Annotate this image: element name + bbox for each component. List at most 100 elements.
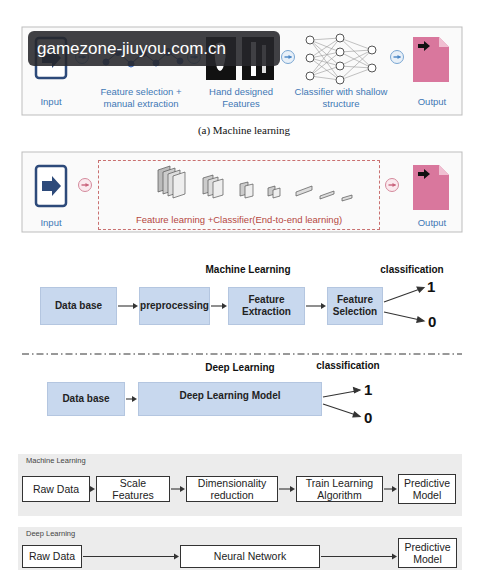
process-box: Neural Network [180,545,320,568]
node-text: Input [40,217,61,228]
illustration-part [384,289,420,302]
circled-arrow [391,51,404,64]
illustration-part [173,172,185,198]
illustration-part [417,287,424,292]
node-text: Train Learning Algorithm [300,477,379,501]
node-text: Deep Learning [26,529,75,538]
arrow-head [180,486,185,492]
watermark: gamezone-jiuyou.com.cn [28,31,280,66]
net-neurons [306,34,376,84]
connector [118,305,134,306]
illustration-part [296,186,312,196]
output-icon: Output [404,30,460,107]
illustration-part [213,179,223,198]
illustration-part [353,412,360,417]
node-text: Machine Learning [26,456,86,465]
illustration-part [22,27,462,115]
band-ground [18,454,462,516]
pipeline-band: Machine LearningRaw DataScale FeaturesDi… [18,454,462,516]
arrow-head [132,396,137,402]
node-text: Hand designed Features [198,86,284,109]
illustration-part [273,188,280,198]
illustration-part [354,388,361,393]
illustration-part [439,37,449,47]
node-text: Predictive Model [402,541,453,565]
connector [126,398,133,399]
circled-arrow [386,179,399,192]
process-box: Raw Data [22,545,82,568]
connector [306,305,322,306]
connector [321,556,393,557]
class-value: 0 [364,409,372,426]
node-text: Predictive Model [402,477,452,501]
process-box: Data base [47,382,125,416]
connector [211,305,223,306]
illustration-part [418,41,430,51]
circled-arrow [79,179,92,192]
class-arrows [323,287,424,417]
illustration-part [413,37,449,82]
arrow-head [86,183,90,187]
input-icon [36,166,66,206]
illustration-part [306,54,314,62]
band-ground [18,527,462,570]
node-text: Output [418,96,447,107]
arrow-head [290,486,295,492]
arrow-head [392,486,397,492]
illustration-part [310,38,372,80]
illustration-part [336,48,344,56]
process-box: Predictive Model [398,538,457,568]
illustration-part [417,317,424,322]
output-heading: classification [228,360,468,371]
class-value: 0 [428,313,436,330]
end-to-end-box: Feature learning +Classifier(End-to-end … [98,160,380,230]
illustration-part [384,312,420,320]
connector [83,556,175,557]
node-text: Dimensionality reduction [190,477,274,501]
arrow-head [392,554,397,560]
output-icon: Output [404,160,460,228]
section-title: Machine Learning [128,264,368,275]
illustration-part [36,166,66,206]
illustration-part [368,64,376,72]
process-box: Feature Extraction [228,287,305,325]
node-text: Raw Data [29,550,75,562]
arrow-head [398,55,402,59]
circled-arrow [282,51,295,64]
illustration-part [336,62,344,70]
process-box: Train Learning Algorithm [296,476,383,502]
illustration-part [336,34,344,42]
illustration-part [336,76,344,84]
class-value: 1 [427,278,435,295]
node-text: Output [418,217,447,228]
illustration-part [42,176,61,196]
arrow-head [133,303,138,309]
arrow-head [174,554,179,560]
process-box: preprocessing [139,287,210,325]
illustration-part [320,191,334,199]
separator [22,354,462,355]
illustration-part [323,404,356,415]
node-text: Deep Learning Model [179,390,280,402]
node-text: Feature Selection [331,294,379,318]
process-box: Feature Selection [327,287,383,325]
node-text: Data base [62,393,109,405]
illustration-part [306,72,314,80]
shallow-net [310,38,372,80]
arrow-head [289,55,293,59]
illustration-part [413,165,449,210]
pipeline-band: Deep LearningRaw Data Neural Network Predi… [18,527,462,570]
illustration-part [323,391,356,397]
node-text: Neural Network [214,550,286,562]
arrow-head [90,486,95,492]
arrow-head [222,303,227,309]
illustration-part [342,195,352,201]
illustration-part [306,36,314,44]
illustration-part [368,46,376,54]
node-text: preprocessing [140,300,209,312]
input-icon: Input [30,160,72,228]
node-text: Classifier with shallow structure [292,86,390,109]
connector [171,488,181,489]
arrow-head [393,183,397,187]
output-icon [413,165,449,210]
